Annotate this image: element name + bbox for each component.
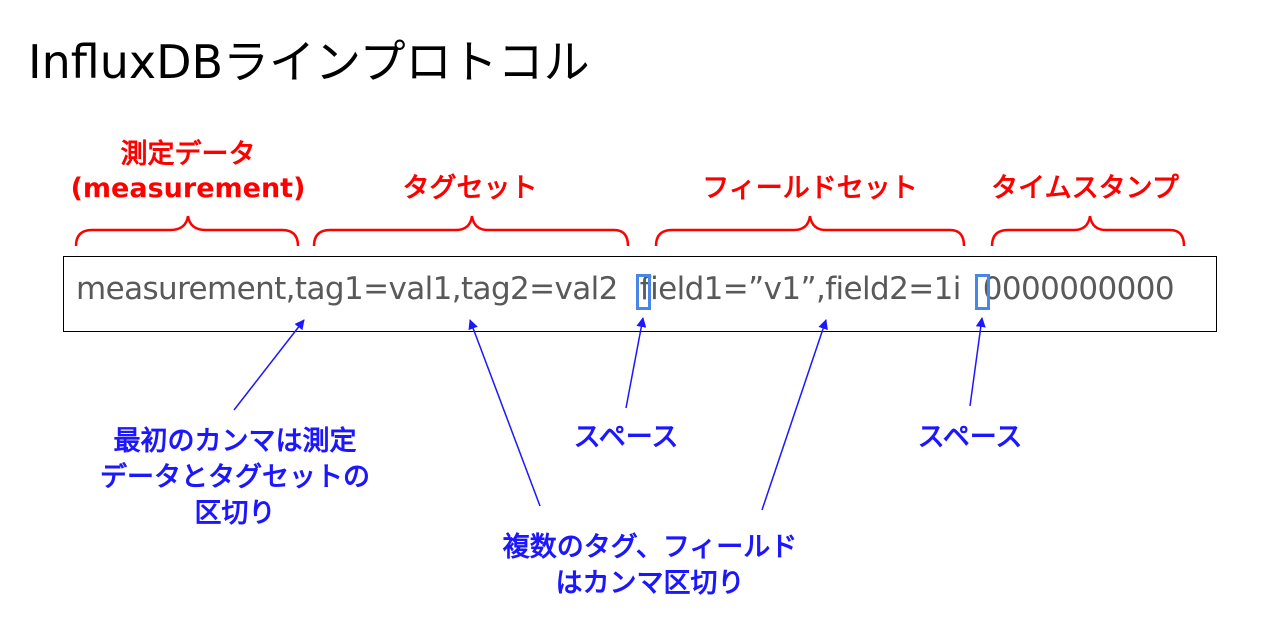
- space2-annotation: スペース: [917, 422, 1023, 453]
- tag-comma-arrow: [468, 319, 541, 507]
- field-set-brace: [654, 215, 966, 247]
- measurement-brace: [74, 215, 300, 247]
- space1-annotation: スペース: [573, 422, 679, 453]
- first-comma-annotation: 最初のカンマは測定 データとタグセットの 区切り: [70, 424, 400, 532]
- multiple-line2: はカンマ区切り: [555, 568, 745, 599]
- measurement-label-line2: (measurement): [70, 173, 306, 204]
- first-comma-line3: 区切り: [194, 498, 276, 529]
- multiple-line1: 複数のタグ、フィールド: [502, 532, 798, 563]
- protocol-timestamp: 0000000000: [982, 271, 1175, 307]
- space-marker-1: [636, 274, 651, 310]
- timestamp-brace: [990, 215, 1186, 247]
- field-set-section-label: フィールドセット: [702, 173, 918, 204]
- multiple-annotation: 複数のタグ、フィールド はカンマ区切り: [470, 530, 830, 602]
- protocol-fields: field1=”v1”,field2=1i: [639, 271, 962, 307]
- timestamp-section-label: タイムスタンプ: [991, 173, 1179, 204]
- tag-set-brace: [312, 215, 630, 247]
- protocol-line: measurement,tag1=val1,tag2=val2 field1=”v…: [76, 271, 1175, 307]
- first-comma-line1: 最初のカンマは測定: [113, 426, 357, 457]
- space-marker-2: [975, 274, 990, 310]
- measurement-label-line1: 測定データ: [120, 139, 256, 170]
- first-comma-line2: データとタグセットの: [100, 462, 370, 493]
- page-title: InfluxDBラインプロトコル: [28, 35, 590, 89]
- measurement-section-label: 測定データ (measurement): [68, 138, 308, 206]
- field-comma-arrow: [761, 319, 828, 511]
- protocol-line-box: measurement,tag1=val1,tag2=val2 field1=”v…: [63, 256, 1217, 332]
- protocol-measurement-tags: measurement,tag1=val1,tag2=val2: [76, 271, 618, 307]
- tag-set-section-label: タグセット: [402, 173, 538, 204]
- first-comma-arrow: [233, 319, 305, 411]
